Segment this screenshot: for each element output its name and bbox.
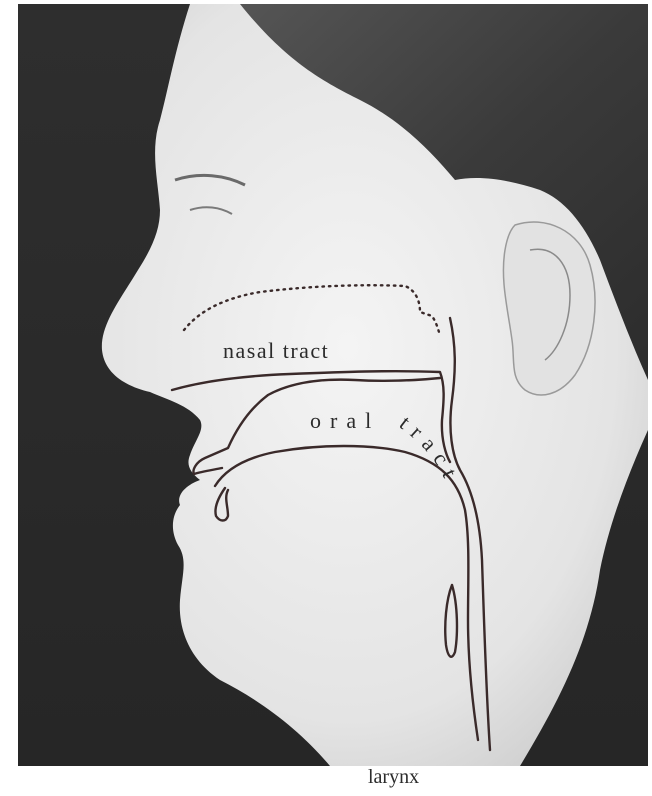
- oral-tract-label-part1: oral: [310, 408, 380, 433]
- larynx-label: larynx: [368, 766, 419, 788]
- nasal-tract-label: nasal tract: [223, 338, 329, 363]
